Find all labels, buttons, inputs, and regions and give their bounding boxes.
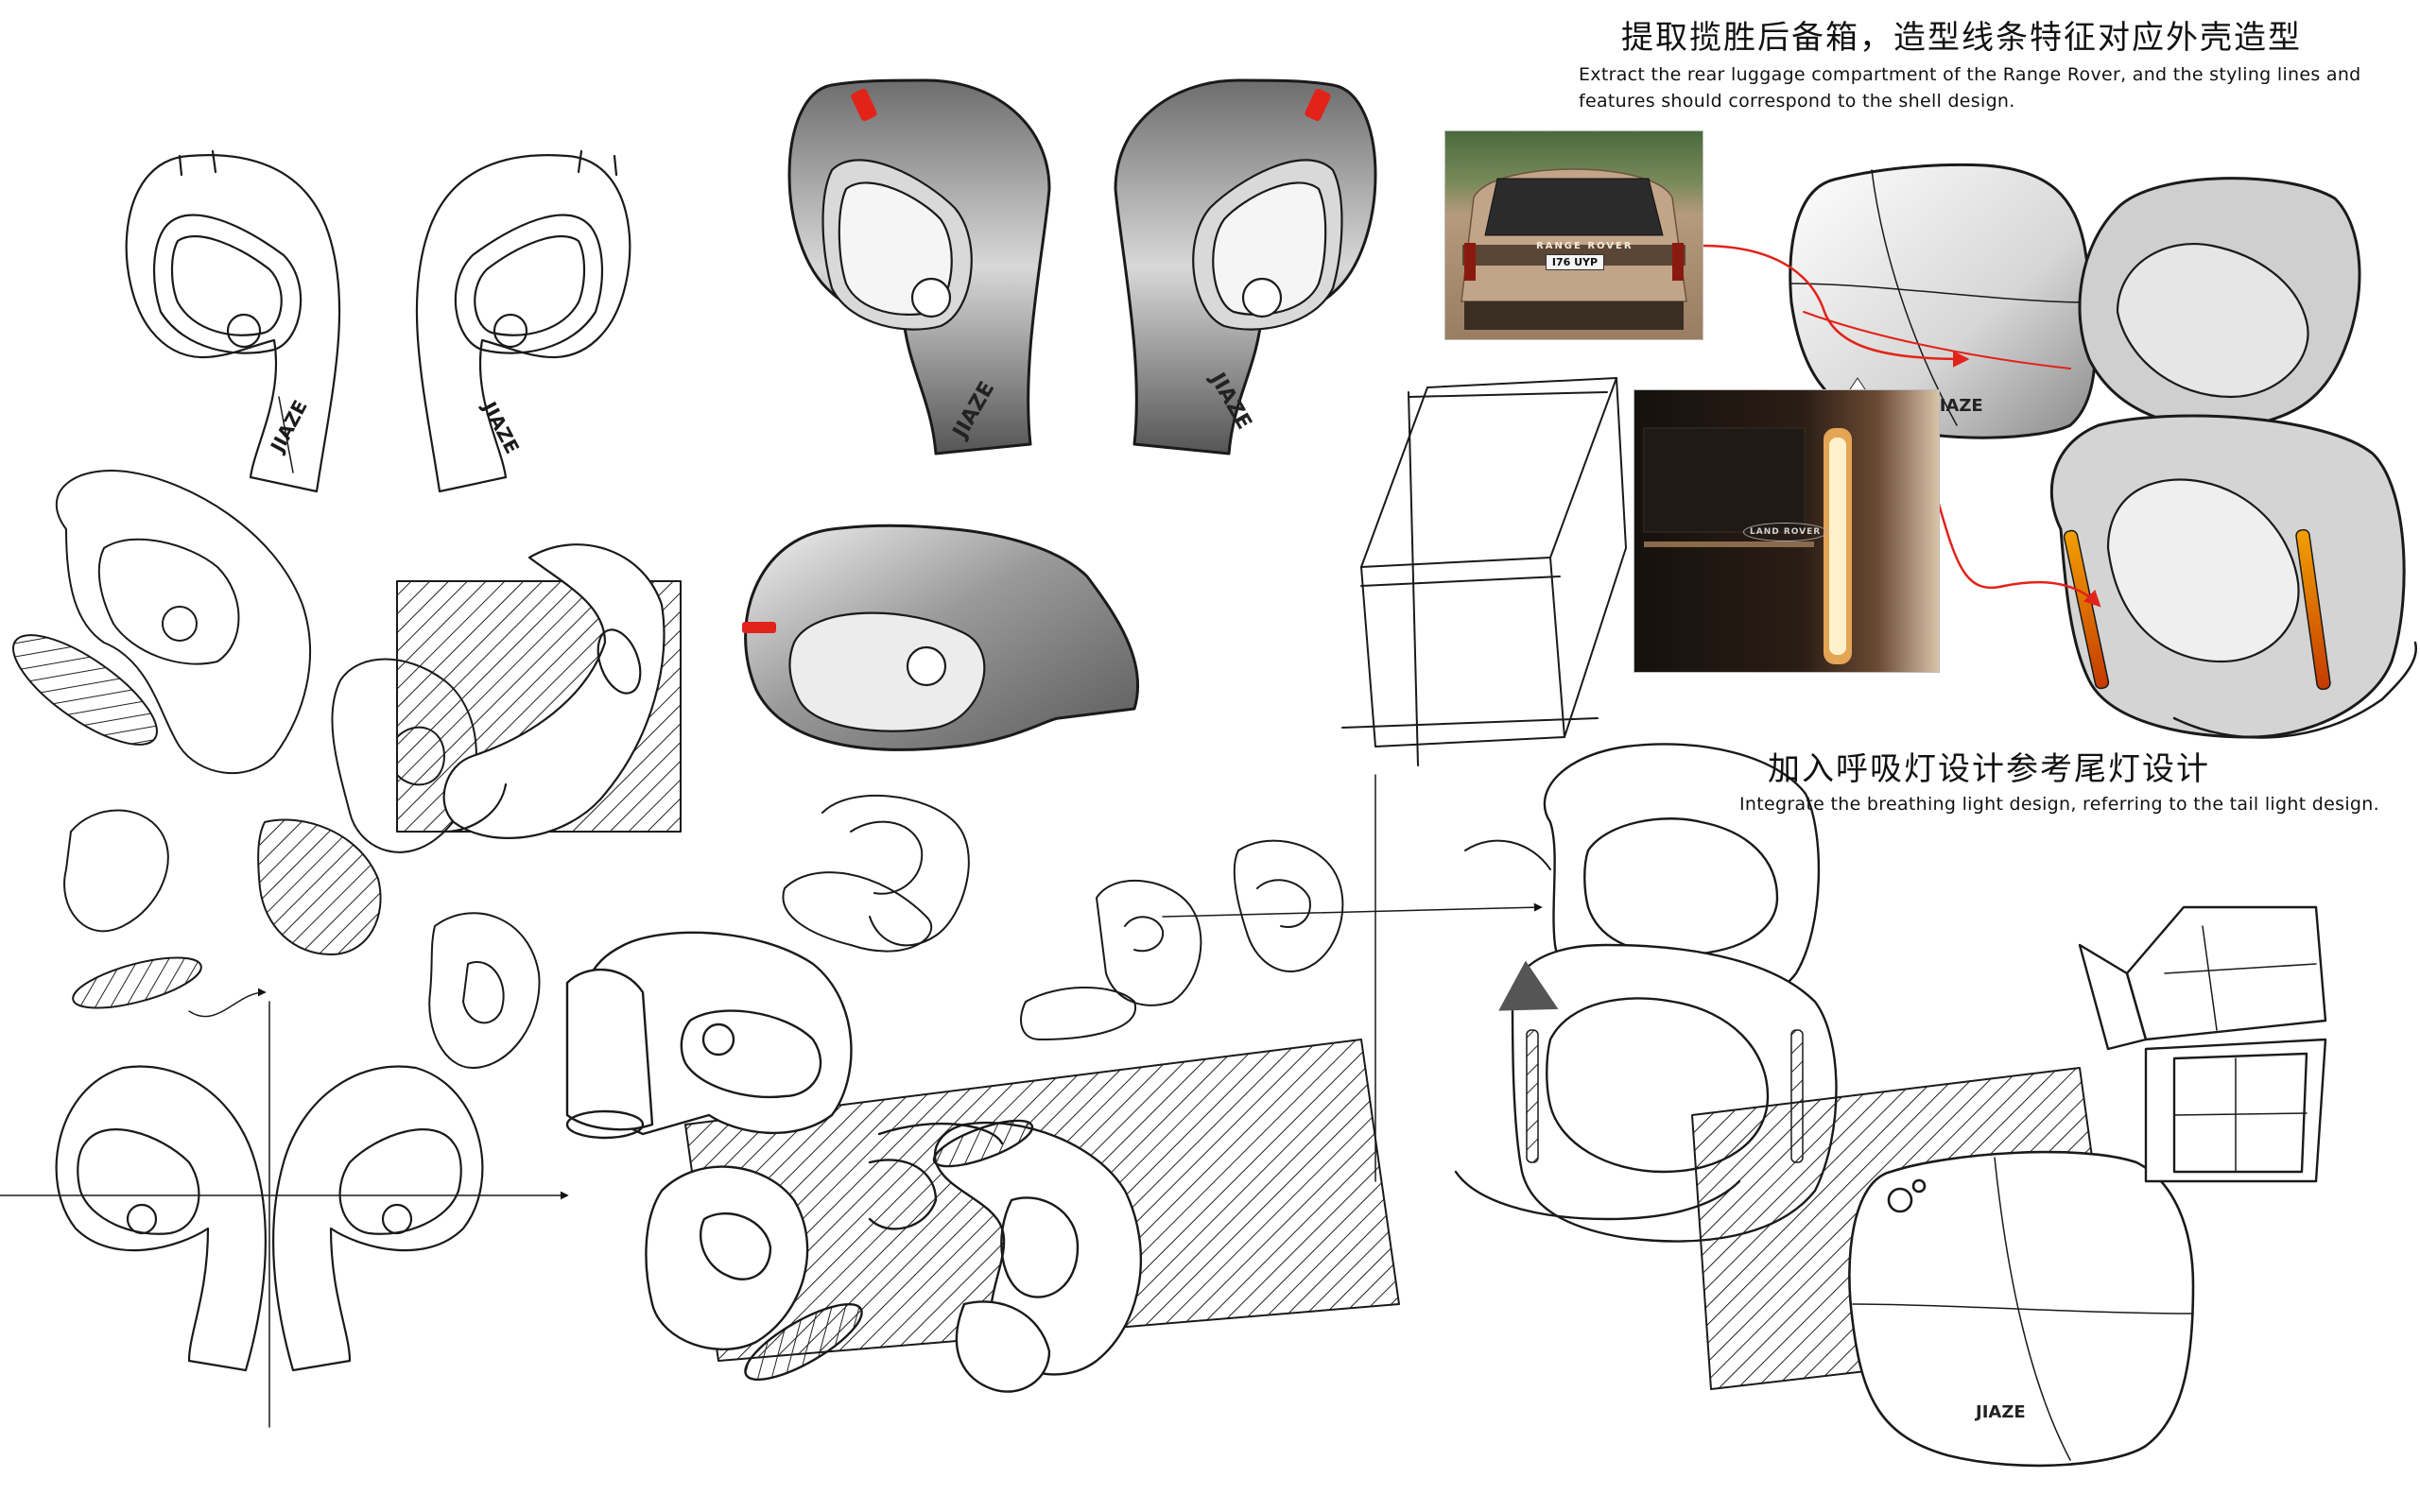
earhook-logo-left: JIAZE <box>265 396 312 457</box>
earhook-lineart-left <box>125 149 341 493</box>
earhook-render-left <box>787 78 1051 455</box>
earhook-sketch-small-cluster <box>782 794 1551 1040</box>
earhook-render-side <box>742 524 1140 751</box>
earhook-sketch-tube <box>442 543 666 839</box>
reference-photo-tail-light: LAND ROVER <box>1634 389 1940 673</box>
box-perspective-sketch <box>1341 377 1627 766</box>
axis-lines-left <box>0 988 569 1428</box>
annotation-shell-en: Extract the rear luggage compartment of … <box>1579 64 2361 112</box>
case-sketch-closed: JIAZE <box>1848 1150 2195 1468</box>
annotation-light: 加入呼吸灯设计参考尾灯设计 Integrate the breathing li… <box>1739 743 2420 817</box>
case-render-open <box>2049 177 2418 739</box>
car-rear-illustration <box>1461 168 1687 330</box>
earhook-lineart-right <box>415 149 631 493</box>
earhook-sketch-cluster-left <box>12 470 541 1069</box>
reference-arrow-taillight <box>1936 499 2101 608</box>
axis-lines-center <box>1162 774 1543 1182</box>
car-rear-badge: RANGE ROVER <box>1536 241 1634 251</box>
reference-arrow-trunk <box>1700 244 1970 368</box>
reference-photo-car-rear: RANGE ROVER I76 UYP <box>1444 130 1703 340</box>
tail-light-badge: LAND ROVER <box>1743 523 1828 541</box>
earhook-logo-right: JIAZE <box>477 396 525 457</box>
annotation-shell-zh: 提取揽胜后备箱，造型线条特征对应外壳造型 <box>1621 19 2302 57</box>
earhook-render-right <box>1114 78 1377 455</box>
car-rear-plate: I76 UYP <box>1546 254 1604 270</box>
case-render-logo: JIAZE <box>1931 396 1983 416</box>
annotation-light-zh: 加入呼吸灯设计参考尾灯设计 <box>1768 750 2210 788</box>
case-sketch-logo: JIAZE <box>1974 1402 2026 1422</box>
earhook-sketch-cluster-center <box>565 931 1142 1393</box>
annotation-shell: 提取揽胜后备箱，造型线条特征对应外壳造型 Extract the rear lu… <box>1579 11 2411 114</box>
annotation-light-en: Integrate the breathing light design, re… <box>1739 794 2379 815</box>
case-sketch-lid-open <box>2078 905 2327 1183</box>
tail-light-illustration <box>1643 427 1852 664</box>
earhook-lineart-bottom-pair <box>55 1065 484 1372</box>
